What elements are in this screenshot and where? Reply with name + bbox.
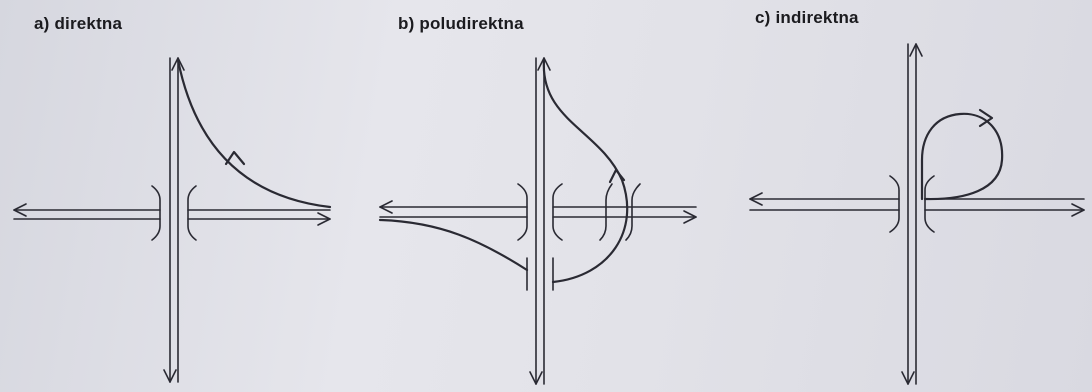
c-down-arrow-icon [901,371,915,385]
a-bridge-right-mark [187,185,197,241]
panel-c-diagram [749,43,1085,385]
a-right-arrow-icon [317,212,331,226]
c-up-arrow-icon [909,43,923,57]
c-left-arrow-icon [749,192,763,206]
b-bridge-right-mark [552,183,563,241]
b-ramp-bridge-left-mark [599,183,613,241]
a-down-arrow-icon [163,369,177,383]
c-bridge-right-mark [924,175,935,233]
c-ramp-direction-arrow-icon [978,108,994,128]
b-ramp-bridge-right-mark [625,183,641,241]
b-up-arrow-icon [537,57,551,71]
c-loop-ramp [920,112,1004,201]
b-entry-ramp [378,218,529,272]
panel-a-diagram [13,57,332,383]
a-ramp-direction-arrow-icon [224,150,246,166]
a-up-arrow-icon [171,57,185,71]
panel-c-label: c) indirektna [755,8,859,27]
panel-b-diagram [378,57,697,385]
c-right-arrow-icon [1071,203,1085,217]
c-bridge-left-mark [889,175,900,233]
b-right-arrow-icon [683,210,697,224]
panel-a-label: a) direktna [34,14,123,33]
b-down-arrow-icon [529,371,543,385]
a-left-arrow-icon [13,203,27,217]
b-bridge-left-mark [517,183,528,241]
b-ramp-direction-arrow-icon [608,168,626,184]
b-left-arrow-icon [379,200,393,214]
a-direct-ramp [176,58,332,209]
a-bridge-left-mark [151,185,161,241]
b-semidirect-ramp [542,58,629,284]
panel-b-label: b) poludirektna [398,14,524,33]
